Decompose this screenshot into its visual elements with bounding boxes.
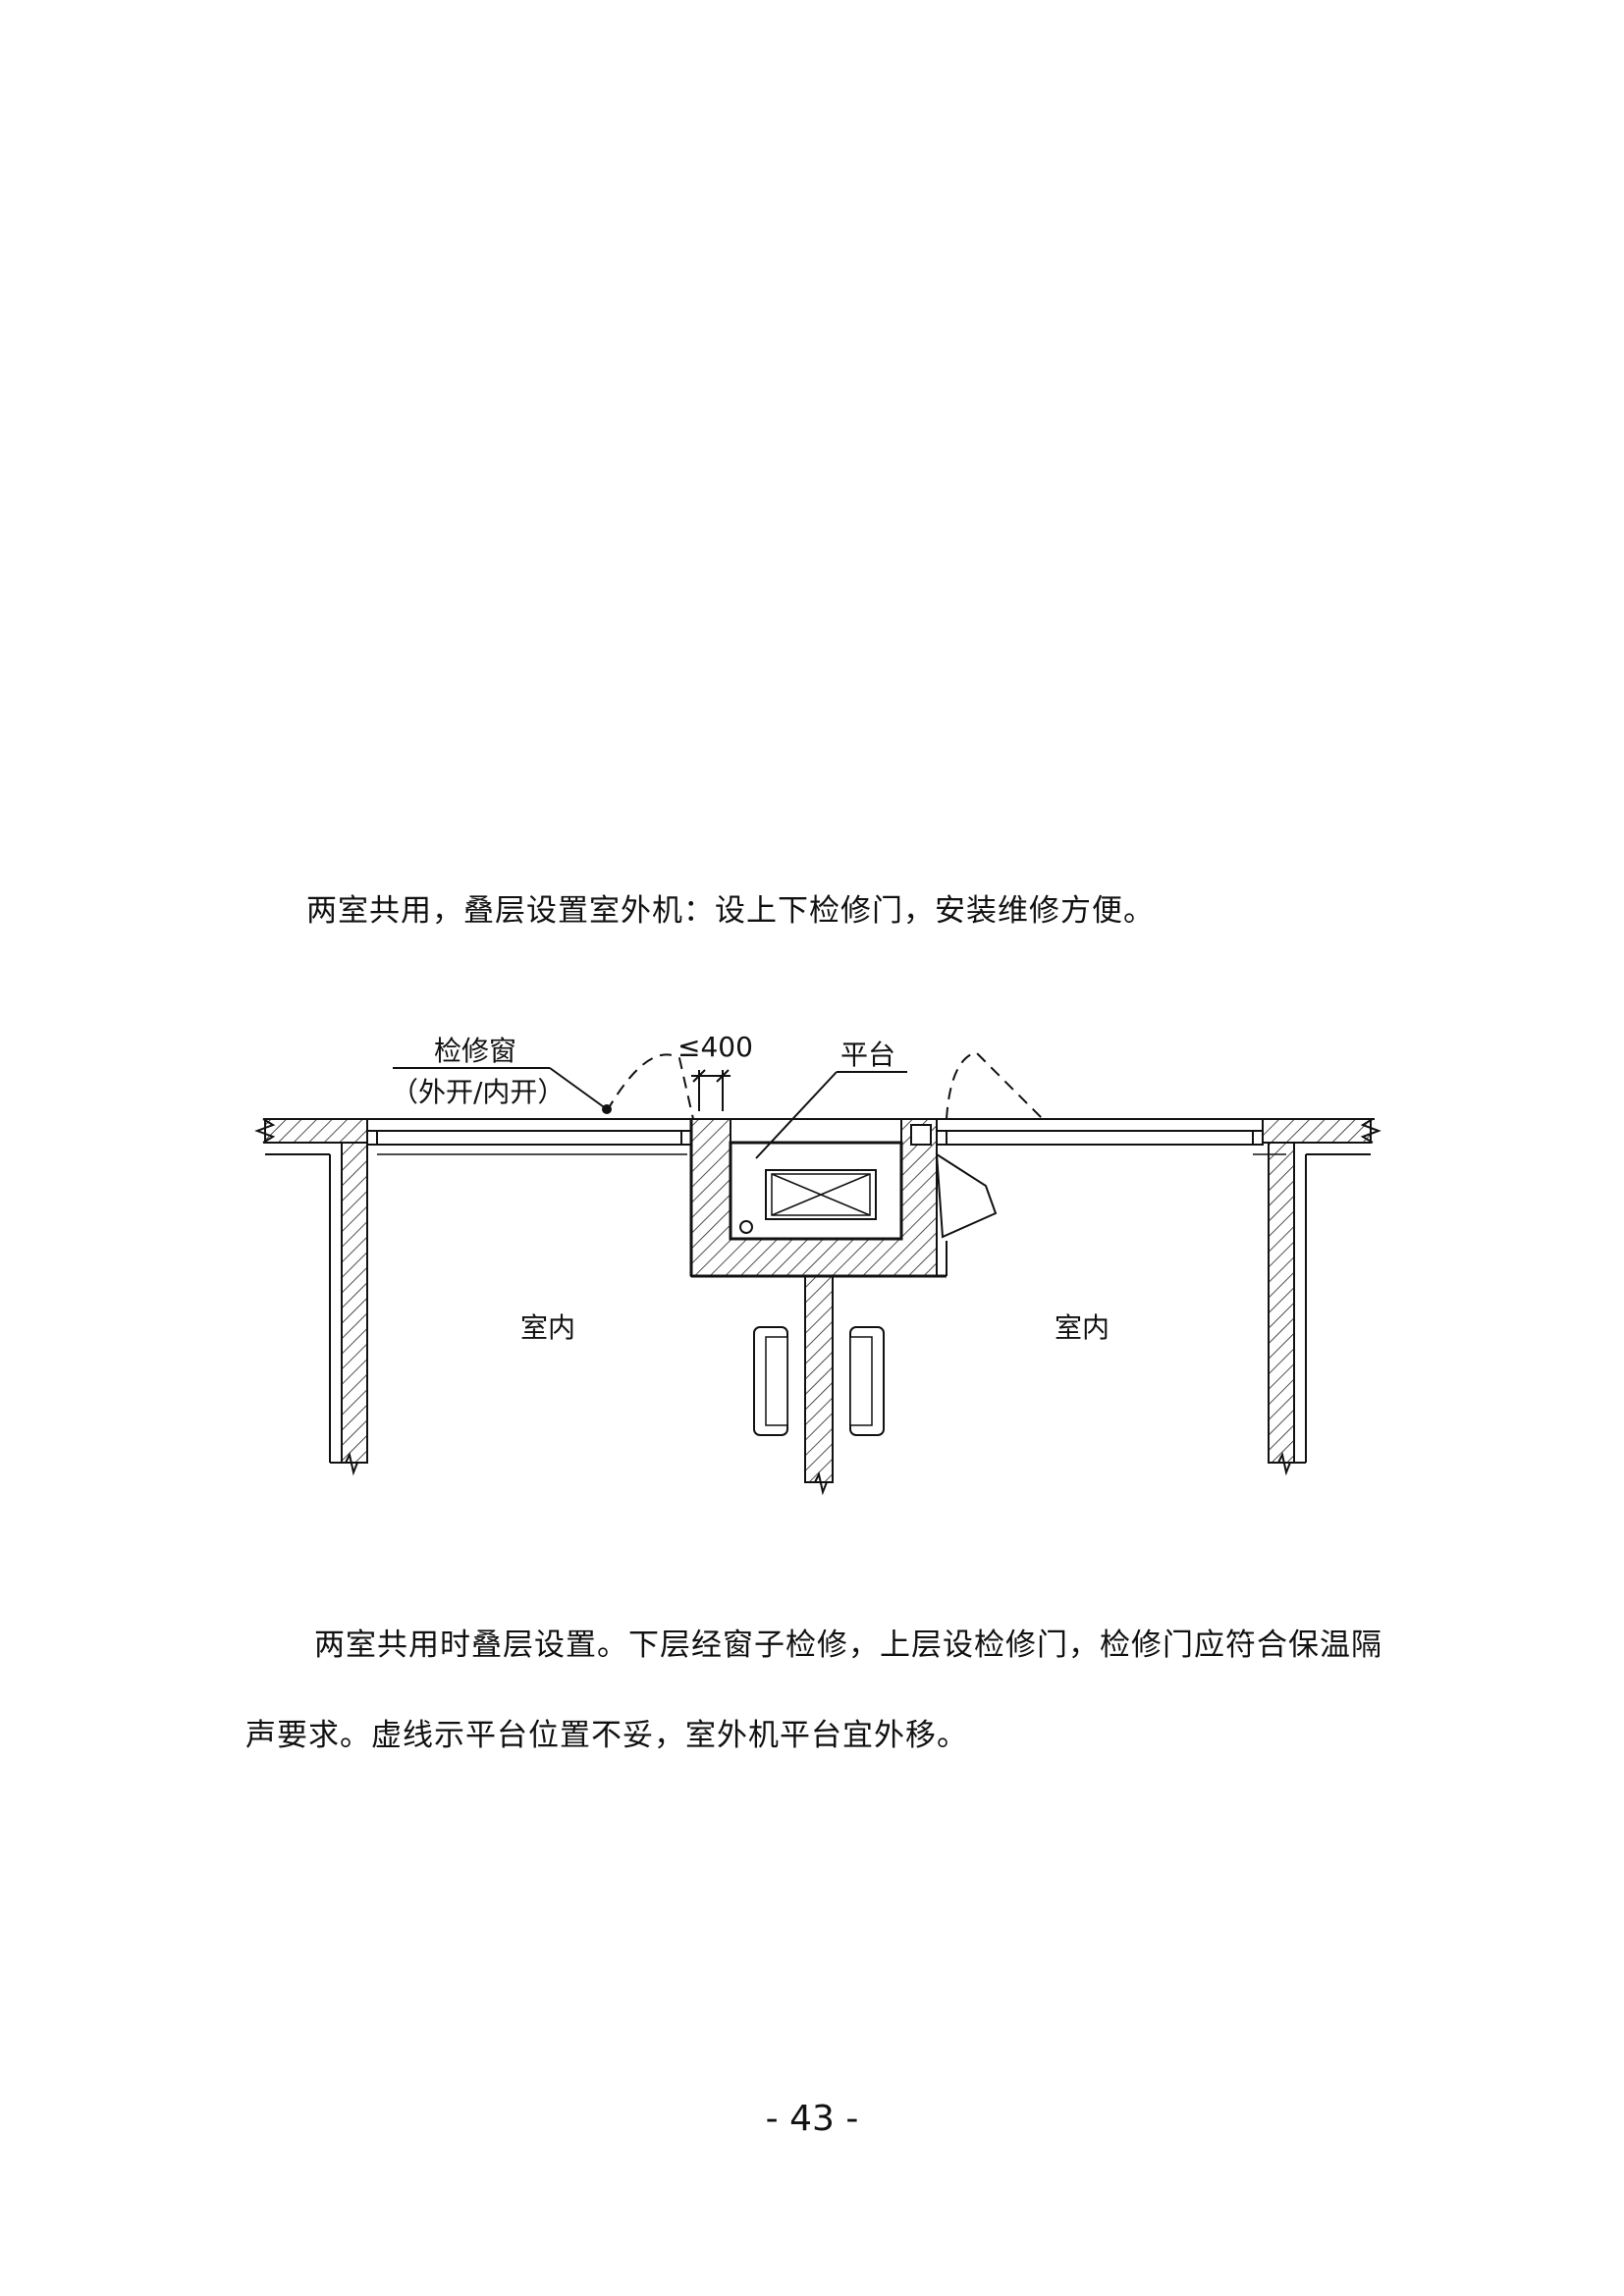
left-wall <box>265 1142 368 1476</box>
label-platform: 平台 <box>840 1039 895 1071</box>
label-dimension: ≤400 <box>677 1031 753 1063</box>
description-paragraph: 两室共用时叠层设置。下层经窗子检修，上层设检修门，检修门应符合保温隔声要求。虚线… <box>245 1628 1382 1753</box>
figure-caption: 两室共用，叠层设置室外机：设上下检修门，安装维修方便。 <box>306 893 1155 929</box>
leader-lines <box>393 1067 907 1159</box>
label-room-right: 室内 <box>1055 1311 1110 1344</box>
maintenance-door <box>935 1152 998 1239</box>
label-room-left: 室内 <box>520 1311 575 1344</box>
page-number: - 43 - <box>765 2099 859 2139</box>
platform-enclosure <box>689 1118 947 1278</box>
label-window-open: （外开/内开） <box>391 1076 565 1108</box>
door-swing-arcs <box>606 1050 1044 1120</box>
label-window: 检修窗 <box>434 1035 516 1067</box>
top-wall-left <box>254 1118 1375 1144</box>
left-window <box>366 1130 692 1155</box>
right-window <box>936 1130 1286 1155</box>
center-wall <box>753 1275 885 1496</box>
right-wall <box>1262 1118 1381 1476</box>
dimension-marker <box>691 1069 731 1111</box>
